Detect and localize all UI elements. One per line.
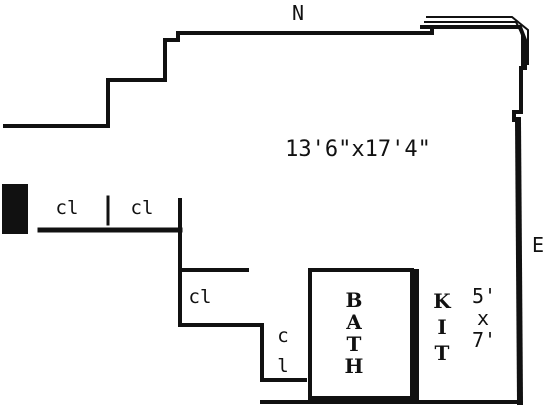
bath-letter: A	[345, 310, 362, 334]
kitchen-dimensions: 5' x 7'	[472, 284, 496, 352]
kitchen-label: K I T	[433, 289, 451, 365]
bath-walls	[308, 268, 414, 400]
kitchen-dim-width: 5'	[472, 284, 496, 308]
north-wall	[3, 27, 434, 128]
kitchen-letter: K	[433, 289, 451, 313]
walls	[3, 25, 527, 406]
top-right-window	[424, 16, 529, 72]
bath-letter: H	[345, 354, 364, 378]
closet-label-vertical-bottom: l	[277, 355, 288, 377]
left-door-block	[2, 184, 28, 234]
east-label: E	[532, 233, 544, 257]
kitchen-dim-x: x	[477, 306, 489, 330]
closet-label-left-2: cl	[131, 197, 154, 219]
main-room-dimensions: 13'6"x17'4"	[285, 137, 431, 162]
top-right-notch	[420, 25, 527, 122]
kitchen-letter: I	[437, 315, 446, 339]
north-label: N	[292, 1, 304, 25]
closet-label-middle: cl	[189, 286, 212, 308]
closet-label-left-1: cl	[56, 197, 79, 219]
east-wall	[514, 116, 524, 406]
closet-label-vertical-top: c	[277, 325, 288, 347]
kitchen-letter: T	[435, 341, 450, 365]
kitchen-dim-depth: 7'	[472, 328, 496, 352]
bath-letter: T	[347, 332, 362, 356]
bath-label: B A T H	[345, 288, 364, 378]
bath-letter: B	[346, 288, 363, 312]
